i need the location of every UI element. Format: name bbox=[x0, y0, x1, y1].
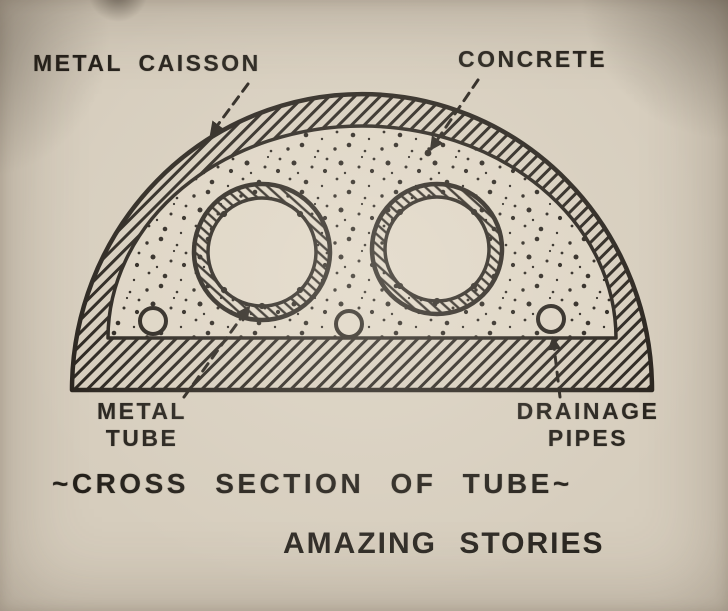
leader-metal-tube bbox=[182, 305, 251, 399]
magazine-credit: AMAZING STORIES bbox=[283, 527, 605, 560]
label-concrete: CONCRETE bbox=[458, 46, 608, 72]
label-drainage-line2: PIPES bbox=[547, 425, 629, 452]
label-metal-caisson: METAL CAISSON bbox=[33, 50, 261, 76]
metal-tube-right bbox=[369, 181, 505, 317]
label-drainage-line1: DRAINAGE bbox=[516, 398, 660, 424]
drainage-pipe bbox=[138, 306, 168, 336]
label-metal-tube: METAL TUBE bbox=[76, 398, 208, 452]
drainage-pipes bbox=[138, 304, 566, 339]
label-metal-tube-line2: TUBE bbox=[105, 425, 179, 452]
leader-metal-caisson bbox=[209, 82, 250, 136]
concrete-arrow-dot bbox=[424, 149, 432, 157]
leader-drainage-pipes bbox=[547, 335, 562, 399]
label-metal-tube-line1: METAL bbox=[96, 398, 187, 424]
figure-caption: ~CROSS SECTION OF TUBE~ bbox=[52, 468, 573, 499]
leader-concrete bbox=[429, 78, 480, 151]
drainage-pipe bbox=[536, 304, 566, 334]
leader-lines bbox=[182, 78, 562, 399]
label-drainage-pipes: DRAINAGE PIPES bbox=[503, 398, 673, 452]
metal-caisson-shell bbox=[69, 91, 655, 393]
drainage-pipe bbox=[334, 309, 364, 339]
metal-tube-left bbox=[191, 181, 333, 323]
